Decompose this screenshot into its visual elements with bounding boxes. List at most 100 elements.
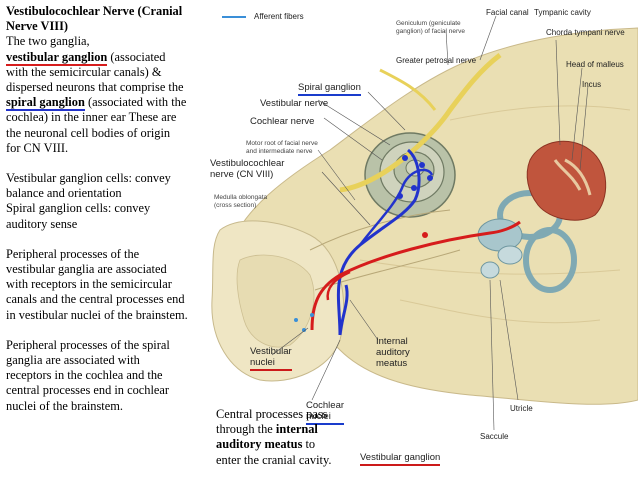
- tympanic-cavity-label: Tympanic cavity: [534, 8, 591, 17]
- chorda-tympani-label: Chorda tympani nerve: [546, 28, 625, 37]
- for-line: for CN VIII.: [6, 140, 69, 155]
- spiral-ganglion-term: spiral ganglion: [6, 95, 85, 112]
- sg-cells-line-1: Spiral ganglion cells: convey: [6, 201, 151, 216]
- vestibular-pathway: [310, 220, 521, 331]
- periph-vest-line-3: with receptors in the semicircular: [6, 277, 172, 292]
- nucleus-dot: [310, 313, 314, 317]
- medulla-inner: [236, 254, 315, 348]
- vestibulocochlear-line-2: nerve (CN VIII): [210, 169, 274, 180]
- periph-spiral-line-1: Peripheral processes of the spiral: [6, 337, 170, 352]
- periph-spiral-line-4: central processes end in cochlear: [6, 383, 170, 398]
- bone-texture: [359, 105, 631, 324]
- greater-petrosal-label: Greater petrosal nerve: [396, 56, 477, 65]
- internal-meatus-line-1: Internal: [376, 336, 408, 347]
- spiral-ganglion-dot: [402, 155, 408, 161]
- cochlear-pathway-branch: [359, 168, 434, 246]
- left-text-column: Vestibulocochlear Nerve (Cranial Nerve V…: [6, 4, 220, 414]
- utricle-label: Utricle: [510, 404, 533, 413]
- internal-auditory-meatus-label: Internal auditory meatus: [376, 336, 410, 369]
- spiral-ganglion-label: Spiral ganglion: [298, 82, 361, 96]
- sg-cells-line-2: auditory sense: [6, 216, 78, 231]
- motor-root-line-2: and intermediate nerve: [246, 147, 313, 155]
- caption: Central processes pass through the inter…: [216, 407, 366, 468]
- periph-vest-line-5: in vestibular nuclei of the brainstem.: [6, 307, 188, 322]
- caption-line-3-bold: auditory meatus: [216, 437, 303, 452]
- periph-spiral-line-5: nuclei of the brainstem.: [6, 398, 123, 413]
- vestibular-nerve-label: Vestibular nerve: [260, 98, 329, 109]
- facial-canal-label: Facial canal: [486, 8, 529, 17]
- vestibular-nuclei-line-1: Vestibular: [250, 346, 292, 357]
- semicircular-canal-posterior: [523, 227, 577, 293]
- geniculum-line-2: ganglion) of facial nerve: [396, 27, 466, 35]
- title-line-1: Vestibulocochlear Nerve (Cranial: [6, 4, 183, 18]
- vestibular-nuclei-line-2: nuclei: [250, 357, 275, 368]
- saccule-shape: [480, 261, 500, 279]
- vestibular-nuclei-label: Vestibular nuclei: [250, 346, 292, 371]
- medulla-line-2: (cross section): [214, 201, 257, 209]
- neuronal-line: the neuronal cell bodies of origin: [6, 125, 171, 140]
- spiral-ganglion-dot: [411, 185, 417, 191]
- cochlear-nerve-label: Cochlear nerve: [250, 116, 315, 127]
- caption-line-4: enter the cranial cavity.: [216, 452, 332, 467]
- caption-line-3-suffix: to: [302, 437, 316, 452]
- middle-ear: [526, 140, 607, 221]
- title-line-2: Nerve VIII): [6, 19, 69, 34]
- vg-cells-line-1: Vestibular ganglion cells: convey: [6, 171, 171, 186]
- greater-petrosal-nerve: [379, 68, 437, 111]
- cochlear-nuclei-line-1: Cochlear: [306, 400, 345, 411]
- afferent-fibers-label: Afferent fibers: [254, 12, 304, 21]
- utricle-shape: [497, 245, 523, 265]
- incus-label: Incus: [582, 80, 602, 89]
- vestibular-ganglion-label: Vestibular ganglion: [360, 452, 441, 466]
- leader-lines: [271, 15, 589, 431]
- vestibular-ganglion-dot: [422, 232, 428, 238]
- periph-vest-line-4: canals and the central processes end: [6, 292, 185, 307]
- periph-spiral-line-2: ganglia are associated with: [6, 353, 140, 368]
- internal-meatus-line-3: meatus: [376, 358, 408, 369]
- motor-root-line-1: Motor root of facial nerve: [246, 140, 318, 147]
- caption-line-1: Central processes pass: [216, 407, 328, 421]
- vestibular-assoc-text: (associated: [107, 49, 166, 64]
- medulla-line-1: Medulla oblongata: [214, 194, 268, 201]
- ossicles: [553, 158, 592, 196]
- cochlear-pathway: [336, 148, 421, 336]
- cochlea-line: cochlea) in the inner ear These are: [6, 110, 177, 125]
- motor-root-label: Motor root of facial nerve and intermedi…: [246, 140, 318, 155]
- spiral-ganglion-dot: [427, 175, 433, 181]
- vestibular-pathway-branch: [326, 270, 351, 301]
- ganglion-cells-paragraph: Vestibular ganglion cells: convey balanc…: [6, 171, 220, 232]
- slide-title: Vestibulocochlear Nerve (Cranial Nerve V…: [6, 4, 220, 34]
- vestibular-processes-paragraph: Peripheral processes of the vestibular g…: [6, 247, 220, 323]
- caption-line-2-bold: internal: [275, 422, 318, 437]
- periph-vest-line-1: Peripheral processes of the: [6, 246, 140, 261]
- anatomy-illustration: [211, 15, 638, 431]
- ear-anatomy-figure: Afferent fibers Facial canal Tympanic ca…: [200, 0, 638, 479]
- intro-prefix: The two ganglia,: [6, 34, 90, 49]
- geniculum-label: Geniculum (geniculate ganglion) of facia…: [396, 20, 465, 35]
- vg-cells-line-2: balance and orientation: [6, 186, 122, 201]
- geniculum-line-1: Geniculum (geniculate: [396, 20, 461, 27]
- vestibulocochlear-line-1: Vestibulocochlear: [210, 158, 285, 169]
- spiral-assoc-text: (associated with the: [84, 95, 187, 110]
- intro-paragraph: The two ganglia, vestibular ganglion (as…: [6, 34, 220, 156]
- internal-meatus-line-2: auditory: [376, 347, 410, 358]
- cochlear-nuclei-line-2: nuclei: [306, 411, 331, 422]
- medulla-label: Medulla oblongata (cross section): [214, 194, 267, 209]
- saccule-label: Saccule: [480, 432, 509, 441]
- head-of-malleus-label: Head of malleus: [566, 60, 624, 69]
- vestibulocochlear-nerve-label: Vestibulocochlear nerve (CN VIII): [210, 158, 284, 180]
- spiral-ganglion-dot: [397, 193, 403, 199]
- spiral-processes-paragraph: Peripheral processes of the spiral gangl…: [6, 338, 220, 414]
- nucleus-dot: [294, 318, 298, 322]
- periph-vest-line-2: vestibular ganglia are associated: [6, 262, 167, 277]
- semicircular-line: with the semicircular canals) &: [6, 64, 162, 79]
- nucleus-dot: [302, 328, 306, 332]
- cochlear-pathway-lower: [338, 284, 349, 336]
- facial-nerve: [339, 53, 502, 193]
- cochlear-nuclei-label: Cochlear nuclei: [306, 400, 345, 425]
- caption-line-2-prefix: through the: [216, 422, 276, 437]
- vestibular-ganglion-term: vestibular ganglion: [6, 49, 108, 66]
- dispersed-line: dispersed neurons that comprise the: [6, 80, 184, 95]
- spiral-ganglion-dot: [419, 162, 425, 168]
